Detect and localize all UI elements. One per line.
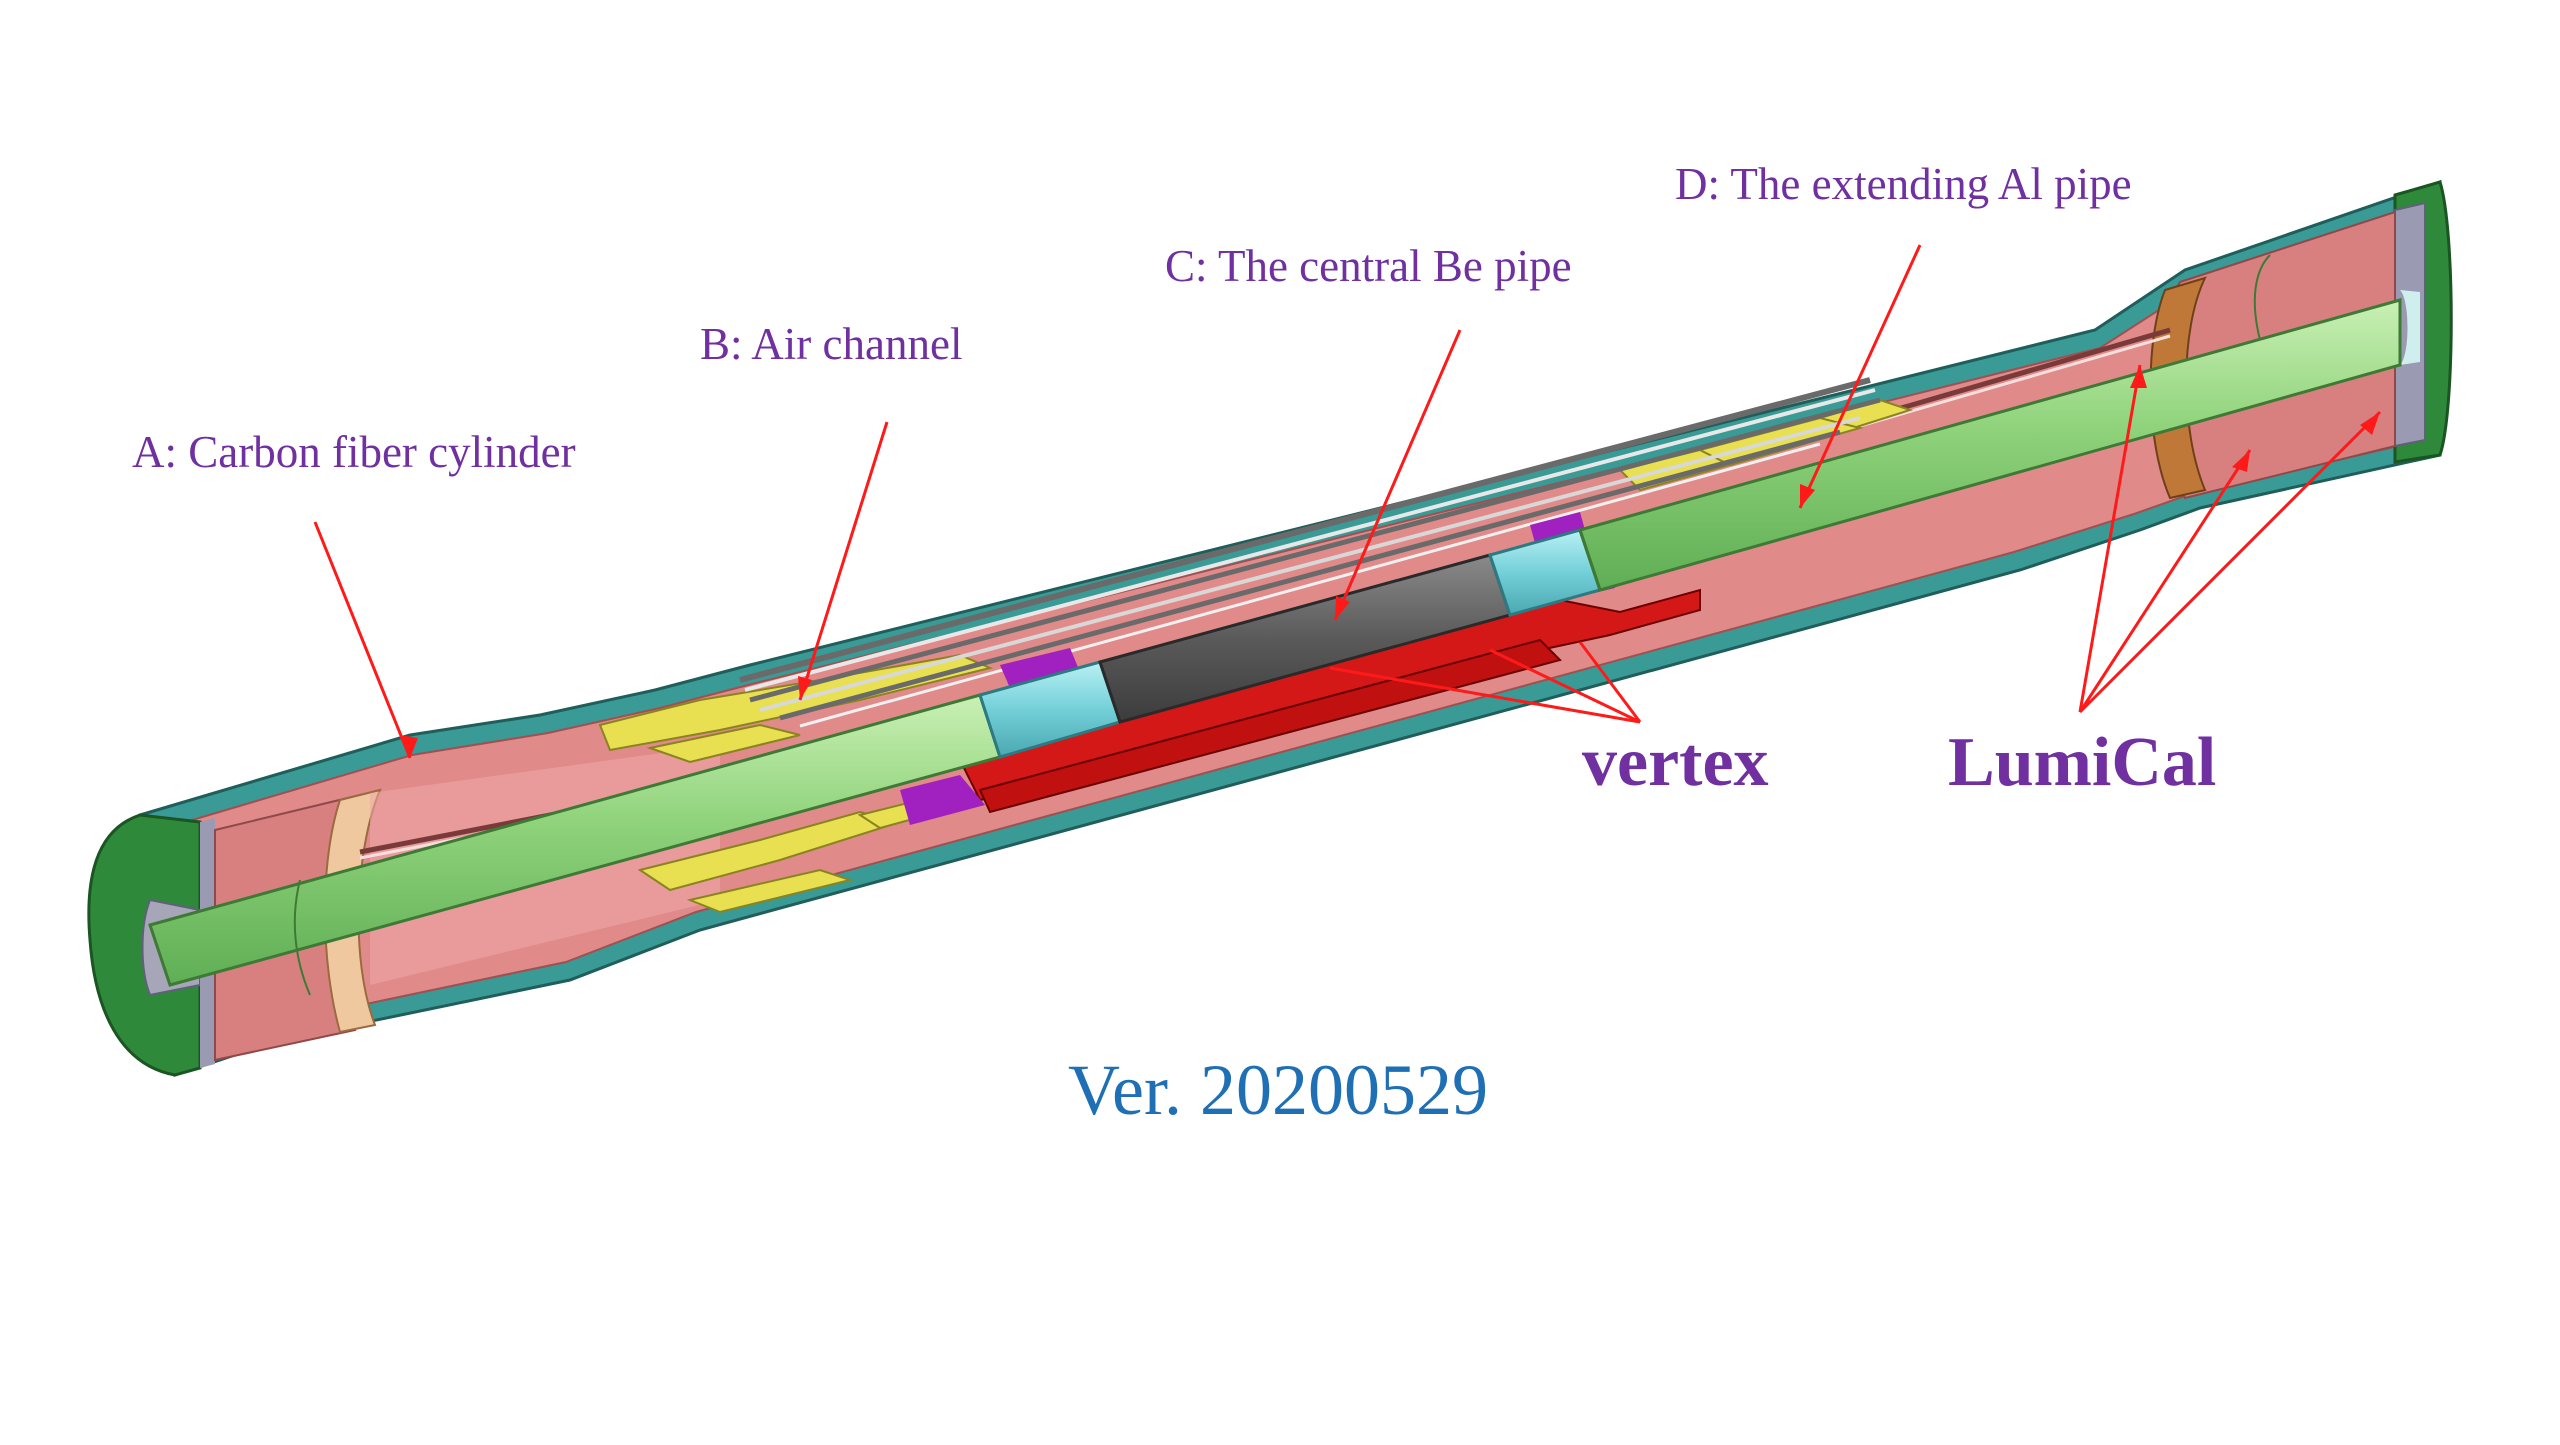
label-central-be-pipe: C: The central Be pipe [1165,241,1572,291]
beam-pipe [148,254,2402,996]
pointer-lines [313,244,2382,759]
pointer-c [1333,329,1462,621]
left-flange [87,813,215,1077]
pointer-lumical-3 [2078,410,2382,714]
label-extending-al-pipe: D: The extending Al pipe [1675,159,2132,209]
pointer-d [1798,244,1922,509]
right-flange [2393,180,2453,464]
pointer-a [313,521,412,759]
pointer-vertex-1 [1329,666,1641,724]
version-label: Ver. 20200529 [1068,1050,1488,1130]
label-vertex: vertex [1582,724,1769,801]
pointer-lumical-1 [2078,364,2142,713]
pointer-vertex-3 [1578,641,1642,723]
upper-tube-layers [739,377,1881,728]
pointer-arrowheads [400,365,2380,758]
label-air-channel: B: Air channel [700,319,963,369]
pointer-lumical-2 [2078,449,2252,713]
label-lumical: LumiCal [1948,724,2217,801]
label-carbon-fiber-cylinder: A: Carbon fiber cylinder [132,427,576,477]
pointer-b [798,421,889,701]
pointer-vertex-2 [1489,648,1641,724]
